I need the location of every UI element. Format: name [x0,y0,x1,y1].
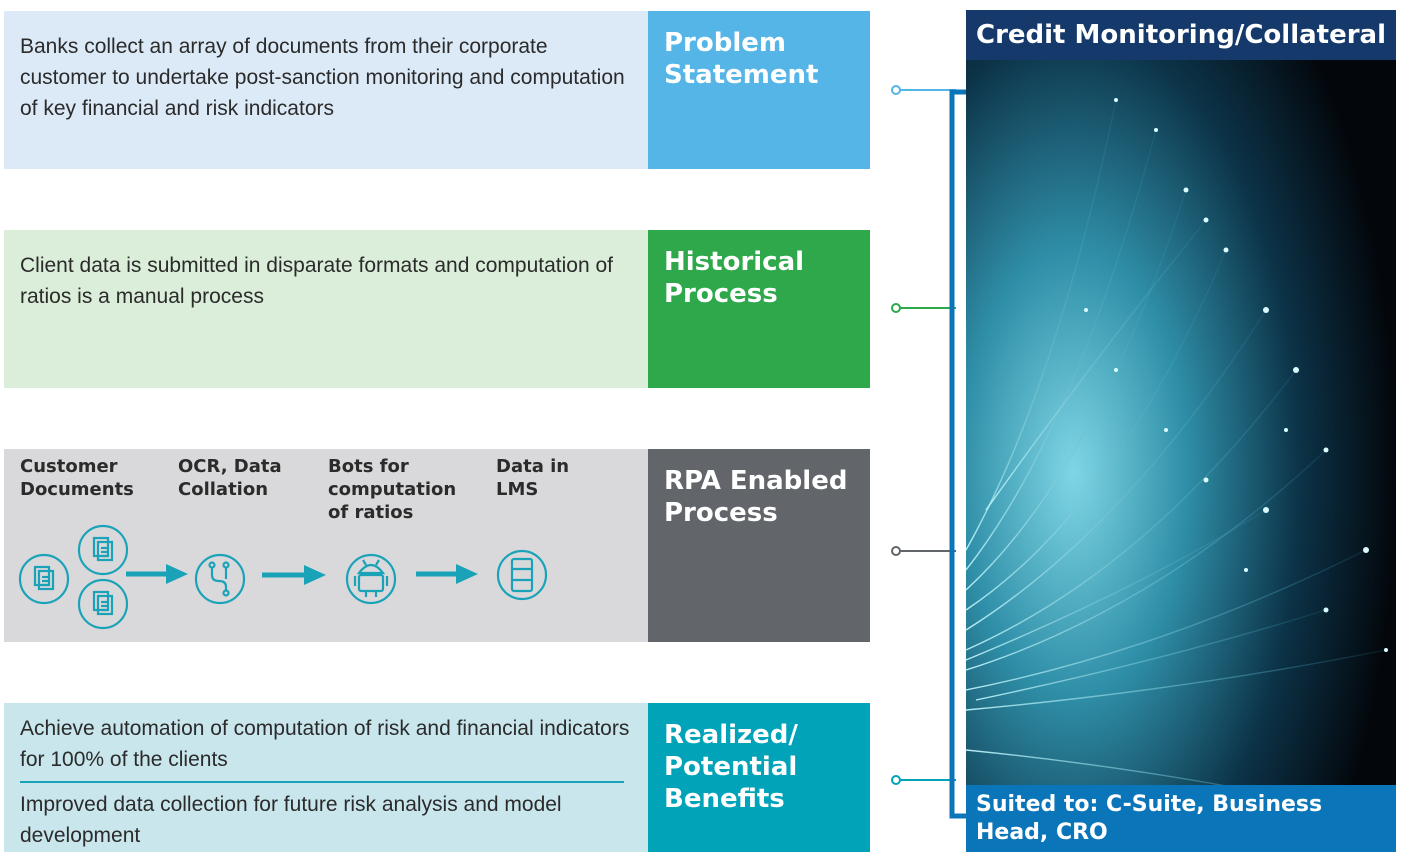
documents-icon [18,524,129,630]
rpa-process-flow: Customer Documents OCR, Data Collation B… [4,449,648,642]
connector-bracket [891,85,966,819]
benefits-text: Achieve automation of computation of ris… [4,703,648,852]
flow-arrow [262,565,326,585]
rpa-step-label: Data in LMS [496,456,570,500]
sidebar-title: Credit Monitoring/Collateral [966,10,1396,60]
fiber-optic-image-panel: Credit Monitoring/Collateral Suited to: … [966,10,1396,852]
rpa-process-label: RPA Enabled Process [648,449,870,642]
data-merge-icon [194,553,246,605]
benefit-item: Improved data collection for future risk… [20,793,562,847]
rpa-step-label: OCR, Data Collation [178,456,282,500]
android-bot-icon [345,553,397,605]
rpa-step-label: Customer Documents [20,456,134,500]
flow-arrow [126,564,188,584]
historical-process-label: Historical Process [648,230,870,388]
flow-arrow [416,564,478,584]
benefit-item: Achieve automation of computation of ris… [20,717,630,771]
rpa-step-label: Bots for computation of ratios [328,456,457,523]
rpa-flow-icons [18,524,548,630]
problem-statement-label: Problem Statement [648,11,870,169]
database-icon [496,549,548,601]
sidebar-footer: Suited to: C-Suite, Business Head, CRO [966,785,1396,852]
fiber-optic-strands-image [966,10,1396,852]
historical-process-text: Client data is submitted in disparate fo… [4,230,648,388]
benefit-divider [20,781,624,783]
problem-statement-text: Banks collect an array of documents from… [4,11,648,169]
benefits-label: Realized/ Potential Benefits [648,703,870,852]
